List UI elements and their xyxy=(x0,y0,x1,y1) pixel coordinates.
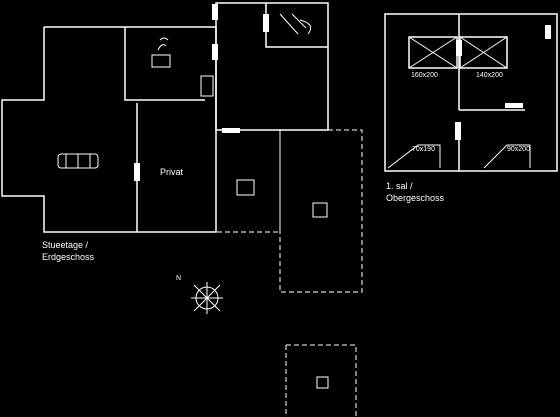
bed-70 xyxy=(387,144,441,169)
ground-floor-label-line2: Erdgeschoss xyxy=(42,252,95,262)
pot-icon xyxy=(151,54,171,68)
bed-size-140: 140x200 xyxy=(476,72,503,79)
compass-north-label: N xyxy=(176,275,182,282)
bed-90 xyxy=(483,144,531,169)
ground-floor-walls xyxy=(1,26,217,233)
room-label-privat: Privat xyxy=(160,167,184,177)
kitchen-walls xyxy=(124,27,205,232)
upper-floor-label-line1: 1. sal / xyxy=(386,181,413,191)
upper-floor-label-line2: Obergeschoss xyxy=(386,193,445,203)
bed-size-70: 70x190 xyxy=(412,146,435,153)
bed-size-160: 160x200 xyxy=(411,72,438,79)
bath-fixture-icon xyxy=(279,13,312,35)
bed-size-90: 90x200 xyxy=(507,146,530,153)
compass-icon xyxy=(191,282,223,314)
ground-floor-label-line1: Stueetage / xyxy=(42,240,89,250)
loft-walls xyxy=(384,13,558,172)
terrace-1 xyxy=(216,129,281,233)
terrace-2 xyxy=(279,129,363,293)
terrace-3 xyxy=(285,344,357,417)
bathroom-walls xyxy=(215,2,329,131)
